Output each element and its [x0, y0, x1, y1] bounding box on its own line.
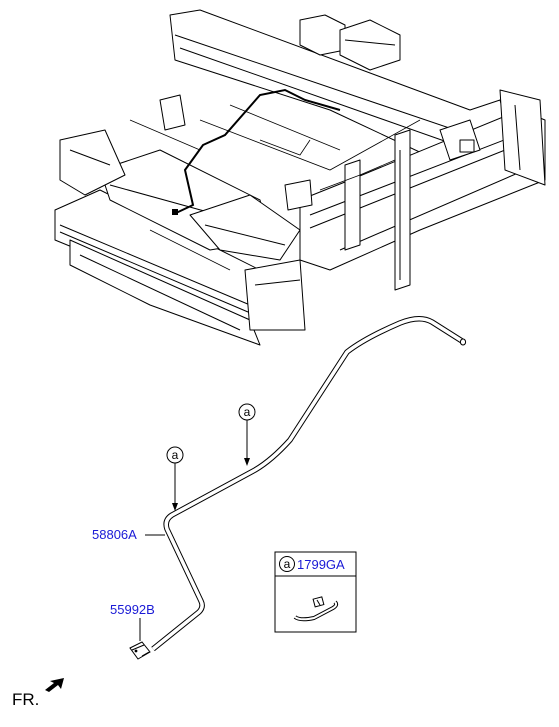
- legend-part-number[interactable]: 1799GA: [297, 557, 345, 572]
- cable-tie-icon: [293, 596, 339, 622]
- callout-a-lower: a: [166, 446, 184, 511]
- front-direction-indicator: FR.: [12, 678, 64, 709]
- part-number-clip[interactable]: 55992B: [110, 602, 155, 617]
- hose-clip-on-chassis: [172, 209, 178, 215]
- clip-part: [129, 641, 151, 660]
- svg-text:a: a: [244, 405, 251, 419]
- front-label: FR.: [12, 690, 39, 709]
- vent-hose-inner: [151, 317, 463, 651]
- callout-a-upper: a: [238, 403, 256, 466]
- hose-end-opening: [459, 338, 467, 346]
- hose-on-chassis: [175, 88, 341, 214]
- chassis-frame-illustration: [54, 9, 546, 346]
- part-number-hose[interactable]: 58806A: [92, 527, 137, 542]
- front-arrow-icon: [45, 678, 64, 692]
- legend-box: a 1799GA: [274, 551, 357, 633]
- svg-text:a: a: [172, 448, 179, 462]
- legend-letter: a: [284, 557, 291, 571]
